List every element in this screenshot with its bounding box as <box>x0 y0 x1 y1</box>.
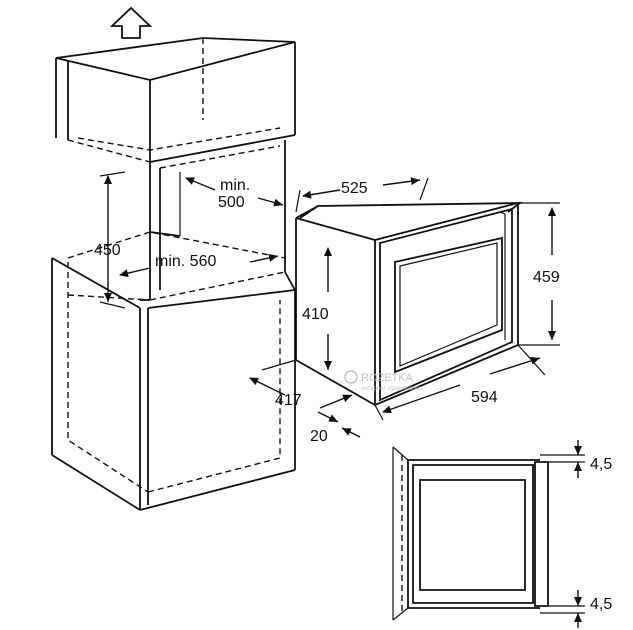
oven-front-height-label: 459 <box>533 269 560 286</box>
oven-depth-label: 525 <box>341 180 368 197</box>
detail-dimension-lines <box>540 440 585 628</box>
oven-body-height-label: 410 <box>302 306 329 323</box>
installation-detail-section <box>392 446 585 621</box>
gap-top-label: 4,5 <box>590 456 612 473</box>
watermark-brand: ROZETKA <box>361 372 414 384</box>
gap-bottom-label: 4,5 <box>590 596 612 613</box>
cabinet-dimension-lines <box>99 171 284 309</box>
min-width-value: 500 <box>218 194 245 211</box>
oven-width-label: 594 <box>471 389 498 406</box>
oven-dimension-lines <box>249 177 560 438</box>
rozetka-watermark: ROZETKA интернет супермаркет <box>344 370 423 392</box>
oven-depth-below-label: 417 <box>275 392 302 409</box>
tall-cabinet <box>51 37 296 511</box>
niche-height-label: 450 <box>94 242 121 259</box>
front-offset-label: 20 <box>310 428 328 445</box>
watermark-tagline: интернет супермаркет <box>361 386 423 392</box>
min-width-label: min. <box>220 177 250 194</box>
ventilation-up-arrow-icon <box>109 6 153 39</box>
min-depth-label: min. 560 <box>155 253 216 270</box>
